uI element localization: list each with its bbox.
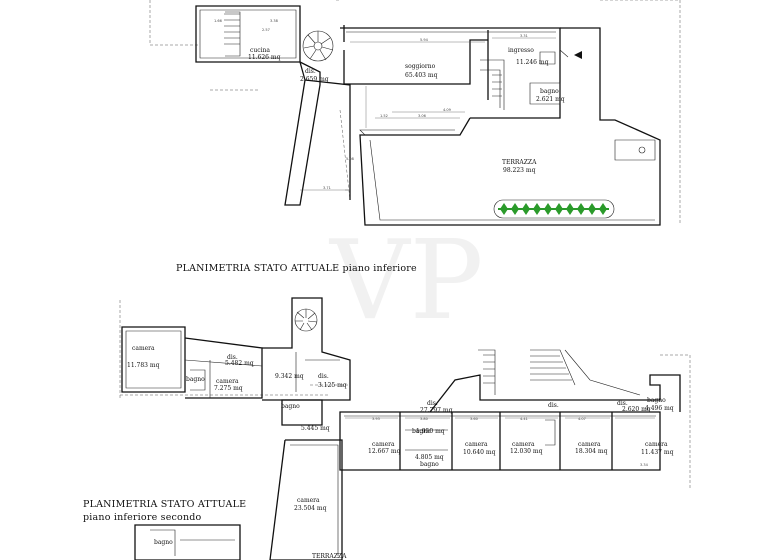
room-name-bagno-1: bagno xyxy=(186,376,205,383)
room-name-camera-3: camera xyxy=(372,441,395,448)
room-name-soggiorno: soggiorno xyxy=(405,63,436,70)
room-area-bagno-4: 4.805 mq xyxy=(415,454,444,461)
room-name-bagno-6: bagno xyxy=(154,539,173,546)
room-name-camera-5: camera xyxy=(512,441,535,448)
room-area-bagno: 2.621 mq xyxy=(536,96,565,103)
title-piano-inferiore-secondo-line2: piano inferiore secondo xyxy=(83,512,202,523)
room-name-ingresso: ingresso xyxy=(508,47,534,54)
room-area-camera-7: 11.437 mq xyxy=(641,449,674,456)
room-name-bagno-2: bagno xyxy=(281,403,300,410)
dimension-label: 4.41 xyxy=(520,417,528,421)
dimension-label: 3.60 xyxy=(470,417,478,421)
room-name-bagno-4: bagno xyxy=(420,461,439,468)
room-area-bagno-5: 4.496 mq xyxy=(645,405,674,412)
room-name-dis-5: dis. xyxy=(617,400,628,407)
room-area-camera-6: 18.304 mq xyxy=(575,448,608,455)
title-piano-inferiore: PLANIMETRIA STATO ATTUALE piano inferior… xyxy=(176,263,417,274)
dimension-label: 3.06 xyxy=(418,114,426,118)
title-piano-inferiore-secondo-line1: PLANIMETRIA STATO ATTUALE xyxy=(83,499,246,510)
room-name-dis-4: dis. xyxy=(548,402,559,409)
room-name-camera-8: camera xyxy=(297,497,320,504)
room-name-camera-6: camera xyxy=(578,441,601,448)
room-name-dis-1: dis. xyxy=(227,354,238,361)
dimension-label: 3.93 xyxy=(372,417,380,421)
room-area-soggiorno: 65.403 mq xyxy=(405,72,438,79)
room-name-camera-4: camera xyxy=(465,441,488,448)
room-area-bagno-3: 1.950 mq xyxy=(416,428,445,435)
room-area-terrazza: 98.223 mq xyxy=(503,167,536,174)
room-name-dis-2: dis. xyxy=(318,373,329,380)
room-area-camera-4: 10.640 mq xyxy=(463,449,496,456)
room-name-camera-1: camera xyxy=(132,345,155,352)
dimension-label: 5.94 xyxy=(420,38,429,42)
dimension-label: 1.52 xyxy=(380,114,388,118)
room-area-camera-8: 23.504 mq xyxy=(294,505,327,512)
lower-floor-plan: camera 11.783 mq dis. 5.482 mq bagno cam… xyxy=(119,297,691,560)
dimension-label: 4.07 xyxy=(578,417,586,421)
room-name-camera-7: camera xyxy=(645,441,668,448)
room-name-terrazza-2: TERRAZZA xyxy=(312,553,347,560)
room-name-terrazza: TERRAZZA xyxy=(502,159,537,166)
dimension-label: 3.80 xyxy=(420,417,428,421)
terrace-plants-row xyxy=(493,199,615,219)
dimension-label: 3.34 xyxy=(640,463,649,467)
room-area-dis-2: 3.125 mq xyxy=(318,382,347,389)
room-area-dis: 2.659 mq xyxy=(300,76,329,83)
dimension-label: 5.08 xyxy=(346,157,354,161)
dimension-label: 1.66 xyxy=(214,19,222,23)
room-area-camera-1: 11.783 mq xyxy=(127,362,160,369)
dimension-label: 3.31 xyxy=(520,34,528,38)
watermark-logo: VP xyxy=(328,216,483,344)
room-area-dis-1: 5.482 mq xyxy=(225,360,254,367)
room-area-camera-3: 12.667 mq xyxy=(368,448,401,455)
room-name-dis: dis. xyxy=(305,68,316,75)
room-area-dis-5: 2.620 mq xyxy=(622,406,651,413)
dimension-label: 4.09 xyxy=(443,108,451,112)
upper-floor-plan: cucina 11.626 mq dis. 2.659 mq soggiorno… xyxy=(149,0,681,226)
room-name-dis-3: dis. xyxy=(427,400,438,407)
room-area-9342: 9.342 mq xyxy=(275,373,304,380)
room-area-ingresso: 11.246 mq xyxy=(516,59,549,66)
dimension-label: 2.57 xyxy=(262,28,270,32)
room-area-bagno-2: 5.445 mq xyxy=(301,425,330,432)
dimension-label: 3.38 xyxy=(270,19,278,23)
room-name-camera-2: camera xyxy=(216,378,239,385)
room-area-camera-2: 7.275 mq xyxy=(214,385,243,392)
room-name-bagno-3: bagno xyxy=(412,428,431,435)
room-name-cucina: cucina xyxy=(250,47,270,54)
room-area-dis-3: 27.797 mq xyxy=(420,407,453,414)
entrance-arrow-icon xyxy=(574,51,582,59)
room-name-bagno: bagno xyxy=(540,88,559,95)
dimension-label: 3.71 xyxy=(323,186,331,190)
room-area-camera-5: 12.030 mq xyxy=(510,448,543,455)
room-area-cucina: 11.626 mq xyxy=(248,54,281,61)
room-name-bagno-5: bagno xyxy=(647,397,666,404)
